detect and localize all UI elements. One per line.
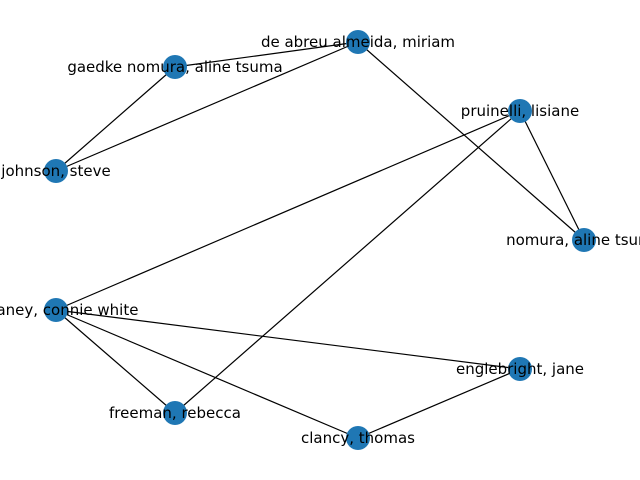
edge-gaedke-miriam xyxy=(174,41,359,68)
node-miriam xyxy=(346,30,370,54)
edge-johnson-miriam xyxy=(55,41,359,172)
node-gaedke xyxy=(163,55,187,79)
edge-connie-clancy xyxy=(55,309,359,439)
node-label-freeman: freeman, rebecca xyxy=(109,404,241,422)
label-layer: de abreu almeida, miriam gaedke nomura, a… xyxy=(0,33,640,447)
node-label-nomura: nomura, aline tsuma xyxy=(506,231,640,249)
edge-pruinelli-freeman xyxy=(174,110,521,414)
edge-layer xyxy=(55,41,585,439)
node-label-johnson: johnson, steve xyxy=(0,162,110,180)
node-layer xyxy=(44,30,596,450)
node-label-miriam: de abreu almeida, miriam xyxy=(261,33,455,51)
node-clancy xyxy=(346,426,370,450)
edge-connie-englebright xyxy=(55,309,521,370)
edge-gaedke-johnson xyxy=(55,66,176,172)
edge-connie-freeman xyxy=(55,309,176,414)
node-label-clancy: clancy, thomas xyxy=(301,429,415,447)
node-label-connie: delaney, connie white xyxy=(0,301,138,319)
edge-pruinelli-connie xyxy=(55,110,521,311)
node-label-englebright: englebright, jane xyxy=(456,360,584,378)
node-nomura xyxy=(572,228,596,252)
node-johnson xyxy=(44,159,68,183)
node-connie xyxy=(44,298,68,322)
node-label-pruinelli: pruinelli, lisiane xyxy=(461,102,579,120)
edge-pruinelli-nomura xyxy=(519,110,585,241)
node-englebright xyxy=(508,357,532,381)
node-pruinelli xyxy=(508,99,532,123)
node-freeman xyxy=(163,401,187,425)
node-label-gaedke: gaedke nomura, aline tsuma xyxy=(67,58,282,76)
edge-miriam-nomura xyxy=(357,41,585,241)
edge-englebright-clancy xyxy=(357,368,521,439)
